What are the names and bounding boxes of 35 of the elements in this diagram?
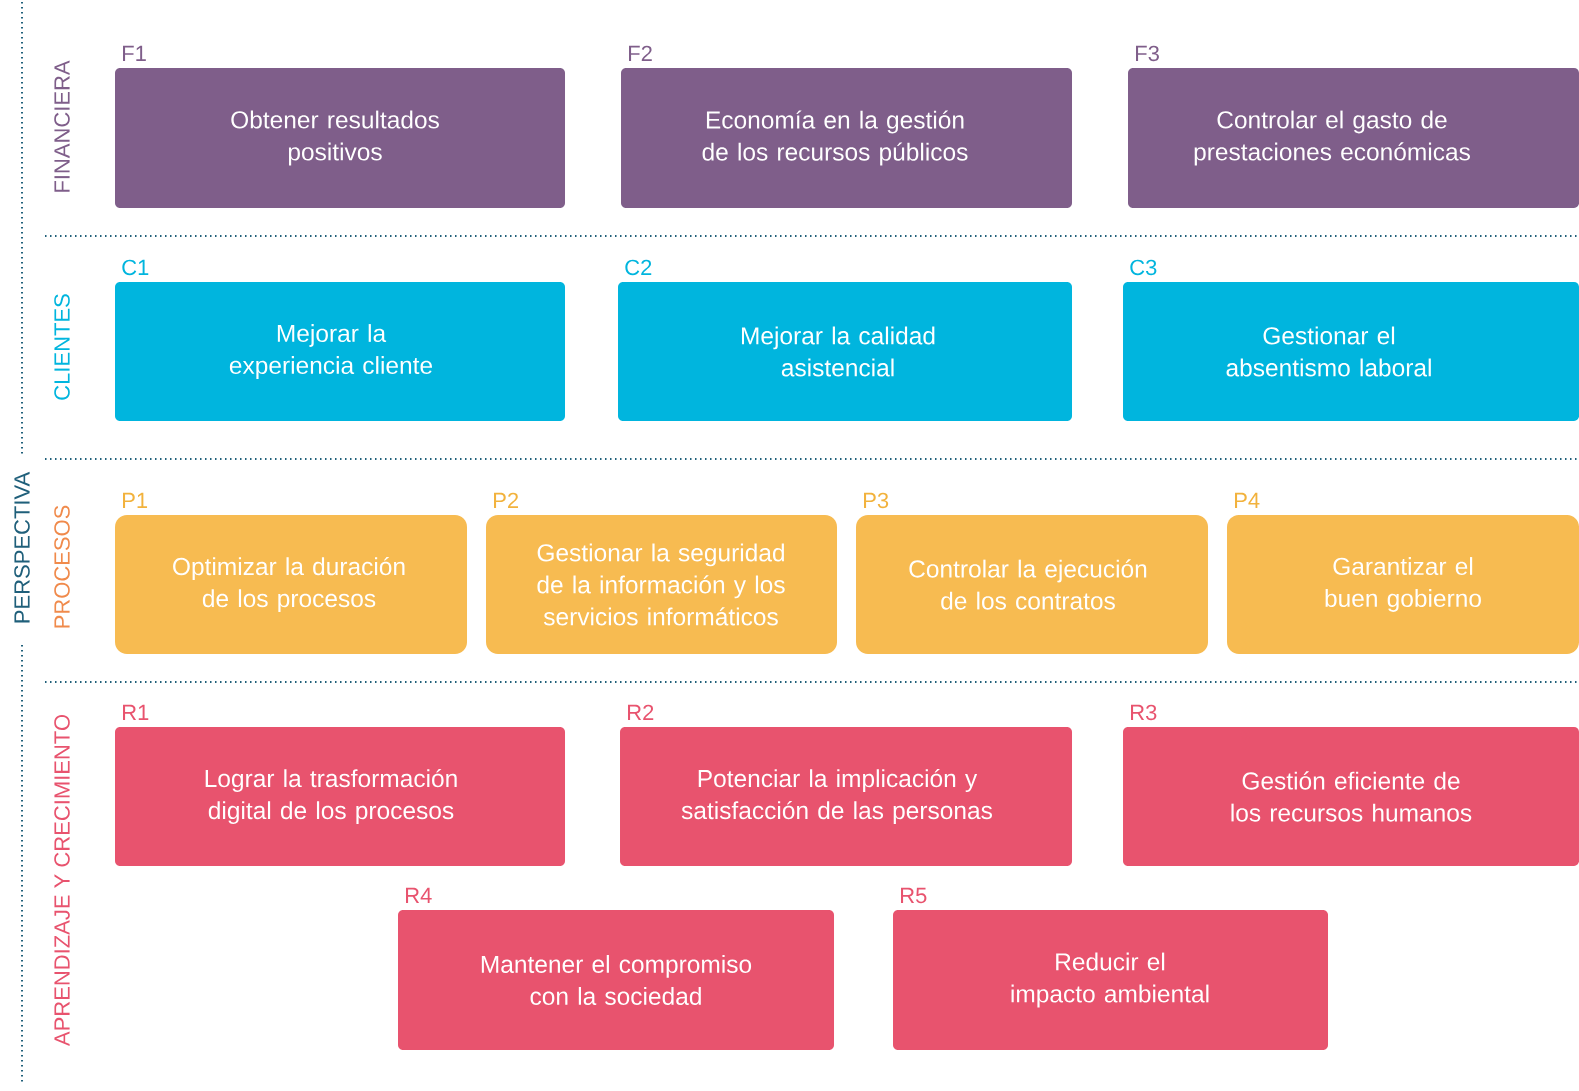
node-label: P3 <box>864 492 889 509</box>
node-label: F1 <box>123 45 146 61</box>
objective-box: P2 Gestionar la seguridad de la información y los servicios informáticos <box>486 492 837 654</box>
node-label: P4 <box>1235 492 1260 508</box>
objective-box: P4 Garantizar el buen gobierno <box>1227 492 1579 654</box>
objective-box: P3 Controlar la ejecución de los contratos <box>856 492 1208 654</box>
row-label: APRENDIZAJE Y CRECIMIENTO <box>53 712 71 1048</box>
node-label: R2 <box>628 704 654 720</box>
objective-box: F1 Obtener resultados positivos <box>115 45 565 208</box>
node-label: R3 <box>1131 704 1157 721</box>
node-label: R5 <box>901 887 927 904</box>
objective-box: R3 Gestión eficiente de los recursos humanos <box>1123 704 1579 866</box>
node-label: F2 <box>629 45 652 61</box>
objective-box: R5 Reducir el impacto ambiental <box>893 887 1328 1050</box>
node-label: R4 <box>406 887 432 903</box>
objective-box: R1 Lograr la trasformación digital de los procesos <box>115 704 565 866</box>
objective-box: C2 Mejorar la calidad asistencial <box>618 259 1072 421</box>
node-label: C1 <box>122 259 149 276</box>
objective-box: F3 Controlar el gasto de prestaciones económicas <box>1128 45 1579 208</box>
perspective-label: PERSPECTIVA <box>13 470 31 626</box>
node-label: C2 <box>625 259 652 276</box>
objective-box: R2 Potenciar la implicación y satisfacción de las personas <box>620 704 1072 866</box>
objective-box: C3 Gestionar el absentismo laboral <box>1123 259 1579 421</box>
row-label: FINANCIERA <box>53 59 71 195</box>
objective-box: P1 Optimizar la duración de los procesos <box>115 492 467 654</box>
objective-box: F2 Economía en la gestión de los recursos públicos <box>621 45 1072 208</box>
objective-box: C1 Mejorar la experiencia cliente <box>115 259 565 421</box>
node-label: R1 <box>123 704 149 720</box>
row-label: CLIENTES <box>53 292 71 402</box>
row-label: PROCESOS <box>53 503 71 631</box>
node-label: P1 <box>123 492 148 508</box>
objective-box: R4 Mantener el compromiso con la sociedad <box>398 887 834 1050</box>
node-label: P2 <box>494 492 519 508</box>
node-label: C3 <box>1130 259 1157 276</box>
node-label: F3 <box>1136 45 1159 62</box>
